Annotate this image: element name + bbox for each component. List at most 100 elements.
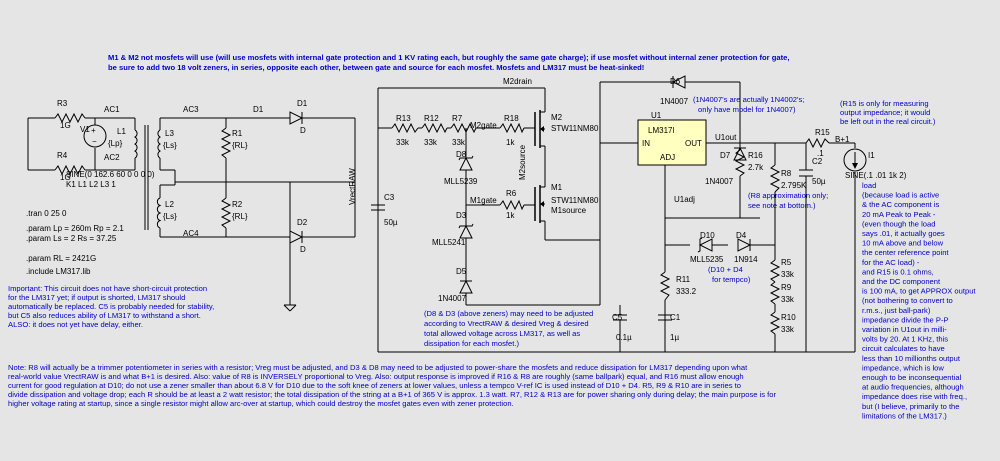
load-note-line: less than 10 millionths output [862,354,961,363]
load-note-line: circuit calculates to have [862,344,945,353]
component-r15 [805,137,830,149]
label-r5-value: 33k [781,270,795,279]
label-c2-value: 50µ [812,177,826,186]
svg-text:.include LM317.lib: .include LM317.lib [26,267,91,276]
svg-text:for the LM317 yet; if output i: for the LM317 yet; if output is shorted,… [8,293,185,302]
label-d3: D3 [456,211,467,220]
svg-text:(1N4007's are actually 1N4002': (1N4007's are actually 1N4002's; [693,95,804,104]
label-d4-value: 1N914 [734,255,758,264]
note-d6: (1N4007's are actually 1N4002's; only ha… [693,95,804,114]
component-l2 [156,197,162,229]
label-d5: D5 [456,267,467,276]
label-d5-value: 1N4007 [438,294,467,303]
label-d1: D1 [253,105,264,114]
svg-text:(D10 + D4: (D10 + D4 [708,265,743,274]
label-d6: D6 [670,77,681,86]
label-bplus1: B+1 [835,135,850,144]
component-r4 [54,164,86,176]
label-r9-value: 33k [781,295,795,304]
component-r12 [421,122,448,134]
label-c3: C3 [384,193,395,202]
load-note-line: load [862,181,876,190]
label-vrectraw: VrectRAW [348,168,357,205]
label-l3: L3 [165,129,174,138]
label-r3: R3 [57,99,68,108]
note-tempco: (D10 + D4 for tempco) [708,265,751,284]
component-d6 [665,75,686,89]
component-r6 [499,199,525,211]
load-note-line: enough to be inconsequential [862,373,962,382]
note-left: Important: This circuit does not have sh… [8,284,214,329]
component-d1 [280,111,310,125]
label-r4-value: 1G [60,173,71,182]
component-labels: R3 1G R4 1G V1 AC1 AC2 L1 {Lp} L3 {Ls} L… [57,77,907,342]
load-note-line: 10 mA above and below [862,239,944,248]
note-zener: (D8 & D3 (above zeners) may need to be a… [424,309,593,348]
load-note-line: limitations of the LM317.) [862,411,947,420]
label-m1-value: STW11NM80 [551,196,599,205]
label-u1out: U1out [715,133,737,142]
component-m2 [534,108,546,150]
label-r7-value: 33k [452,138,466,147]
label-r5: R5 [781,258,792,267]
ground-symbol [283,304,297,312]
label-i1-value: SINE(.1 .01 1k 2) [845,171,907,180]
component-d5 [459,275,473,294]
label-u1-adj: ADJ [660,153,675,162]
component-d7 [733,146,747,161]
label-c3-value: 50µ [384,218,398,227]
label-r3-value: 1G [60,121,71,130]
component-r13 [391,122,419,134]
component-l1 [133,129,138,159]
label-c2: C2 [812,157,823,166]
note-top: M1 & M2 not mosfets will use (will use m… [108,53,789,72]
label-d7: D7 [720,151,731,160]
svg-text:be sure to add two 18 volt zen: be sure to add two 18 volt zeners, in se… [108,63,644,72]
label-m1source: M1source [551,206,587,215]
component-r3 [54,112,86,124]
svg-text:total allowed voltage across L: total allowed voltage across LM317, as w… [424,329,580,338]
component-r8 [769,164,781,196]
label-r4: R4 [57,151,68,160]
label-l3-value: {Ls} [163,141,177,150]
load-note-line: variation in U1out in milli- [862,325,947,334]
load-note-line: impedance does rise with freq., [862,392,967,401]
source-line-2: K1 L1 L2 L3 1 [66,180,116,189]
component-c2 [799,169,813,177]
load-note-line: impedance, which is low [862,363,944,372]
label-r11-value: 333.2 [676,287,697,296]
component-r2 [220,197,232,229]
label-r1-value: {RL} [232,141,248,150]
label-d2: D2 [297,218,308,227]
svg-text:automatically be replaced. C5: automatically be replaced. C5 is probabl… [8,302,214,311]
label-r13-value: 33k [396,138,410,147]
svg-text:ALSO: it does not yet have del: ALSO: it does not yet have delay, either… [8,320,143,329]
label-r6: R6 [506,189,517,198]
note-bottom: Note: R8 will actually be a trimmer pote… [8,363,777,408]
svg-text:−: − [92,137,97,146]
label-c5-value: 0.1µ [616,333,632,342]
component-d10 [697,237,713,253]
svg-text:(D8 & D3 (above zeners) may ne: (D8 & D3 (above zeners) may need to be a… [424,309,593,318]
note-right: (R15 is only for measuring output impeda… [840,99,936,126]
component-l3 [157,129,162,159]
load-note-line: (because load is active [862,191,939,200]
svg-text:according to VrectRAW & desire: according to VrectRAW & desired Vreg & d… [424,319,589,328]
component-c5 [613,314,627,321]
component-m1 [534,183,546,225]
label-r8-value: 2.795K [781,181,807,190]
svg-text:be left out in the real circui: be left out in the real circuit.) [840,117,936,126]
load-note-line: and the DC component [862,277,941,286]
label-d7-value: 1N4007 [705,177,734,186]
note-load: load(because load is active& the AC comp… [862,181,976,420]
label-l1-value: {Lp} [108,139,123,148]
label-c1: C1 [670,313,681,322]
label-ac2: AC2 [104,153,120,162]
label-r2-value: {RL} [232,212,248,221]
label-u1: U1 [651,111,662,120]
label-r2: R2 [232,200,243,209]
load-note-line: for the AC load) - [862,258,920,267]
label-u1-out: OUT [685,139,702,148]
label-r6-value: 1k [506,211,515,220]
svg-text:M1 & M2 not mosfets will use (: M1 & M2 not mosfets will use (will use m… [108,53,789,62]
